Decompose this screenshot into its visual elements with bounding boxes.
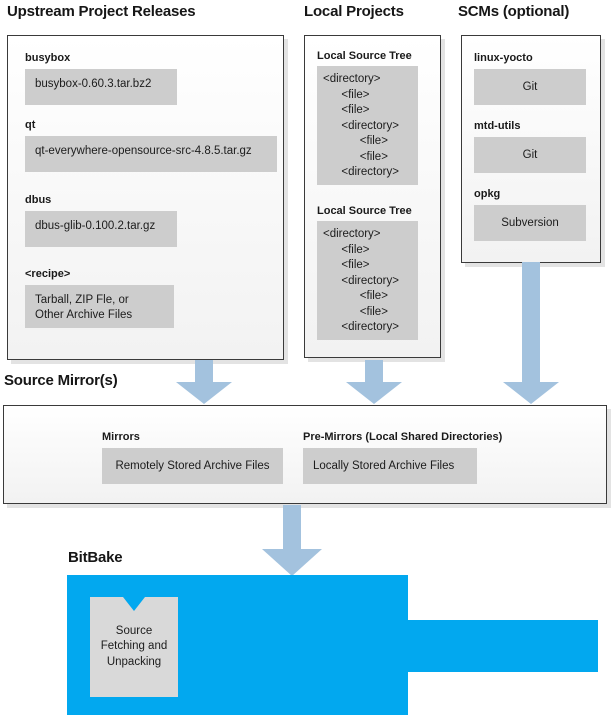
bitbake-block bbox=[67, 575, 598, 720]
upstream-artifact-dbus: dbus-glib-0.100.2.tar.gz bbox=[25, 211, 177, 247]
pre-mirrors-value-local-archives: Locally Stored Archive Files bbox=[303, 448, 477, 484]
tree-row: <directory> bbox=[323, 228, 381, 240]
heading-source-mirrors: Source Mirror(s) bbox=[4, 372, 118, 389]
tree-row: <directory> bbox=[335, 321, 399, 333]
local-source-tree-2: <directory> <file> <file> <directory> <f… bbox=[317, 221, 418, 340]
tree-row: <file> bbox=[335, 259, 370, 271]
scm-value-mtd-utils: Git bbox=[474, 137, 586, 173]
upstream-artifact-recipe-line1: Tarball, ZIP Fle, or bbox=[35, 294, 129, 306]
mirrors-value-remote-archives: Remotely Stored Archive Files bbox=[102, 448, 283, 484]
mirrors-value-remote-archives-text: Remotely Stored Archive Files bbox=[115, 460, 270, 472]
upstream-group-label-dbus: dbus bbox=[25, 194, 52, 206]
tree-row: <directory> bbox=[335, 119, 399, 132]
scm-group-label-linux-yocto: linux-yocto bbox=[474, 52, 533, 64]
scm-value-linux-yocto: Git bbox=[474, 69, 586, 105]
scm-group-label-mtd-utils: mtd-utils bbox=[474, 120, 521, 132]
local-tree-label-2: Local Source Tree bbox=[317, 205, 412, 217]
heading-upstream-project-releases: Upstream Project Releases bbox=[7, 3, 196, 20]
pre-mirrors-value-local-archives-text: Locally Stored Archive Files bbox=[313, 460, 455, 472]
tree-row: <file> bbox=[335, 243, 370, 256]
arrow-upstream-to-mirrors bbox=[175, 360, 233, 405]
scm-value-mtd-utils-text: Git bbox=[522, 149, 538, 161]
arrow-scms-to-mirrors bbox=[502, 262, 560, 405]
tree-row: <directory> bbox=[335, 166, 399, 178]
tree-row: <directory> bbox=[323, 73, 381, 85]
tree-row: <file> bbox=[347, 305, 388, 318]
upstream-group-label-recipe: <recipe> bbox=[25, 268, 71, 280]
tree-row: <file> bbox=[347, 290, 388, 302]
scm-value-opkg: Subversion bbox=[474, 205, 586, 241]
arrow-mirrors-to-bitbake bbox=[261, 505, 323, 577]
tree-row: <file> bbox=[335, 104, 370, 116]
upstream-artifact-recipe-line2: Other Archive Files bbox=[35, 309, 133, 321]
upstream-artifact-busybox-text: busybox-0.60.3.tar.bz2 bbox=[35, 78, 152, 90]
heading-bitbake: BitBake bbox=[68, 549, 123, 566]
scm-value-opkg-text: Subversion bbox=[501, 217, 559, 229]
pre-mirrors-group-label: Pre-Mirrors (Local Shared Directories) bbox=[303, 431, 503, 443]
tree-row: <file> bbox=[347, 150, 388, 163]
scm-group-label-opkg: opkg bbox=[474, 188, 501, 200]
local-source-tree-1: <directory> <file> <file> <directory> <f… bbox=[317, 66, 418, 185]
upstream-artifact-qt-text: qt-everywhere-opensource-src-4.8.5.tar.g… bbox=[35, 145, 252, 157]
upstream-artifact-busybox: busybox-0.60.3.tar.bz2 bbox=[25, 69, 177, 105]
upstream-artifact-dbus-text: dbus-glib-0.100.2.tar.gz bbox=[35, 220, 156, 232]
heading-scms: SCMs (optional) bbox=[458, 3, 570, 20]
heading-local-projects: Local Projects bbox=[304, 3, 404, 20]
local-tree-label-1: Local Source Tree bbox=[317, 50, 412, 62]
tree-row: <file> bbox=[335, 88, 370, 101]
mirrors-group-label: Mirrors bbox=[102, 431, 140, 443]
tree-row: <file> bbox=[347, 135, 388, 147]
scm-value-linux-yocto-text: Git bbox=[522, 81, 538, 93]
upstream-group-label-qt: qt bbox=[25, 119, 36, 131]
upstream-group-label-busybox: busybox bbox=[25, 52, 71, 64]
tree-row: <directory> bbox=[335, 274, 399, 287]
upstream-artifact-recipe: Tarball, ZIP Fle, or Other Archive Files bbox=[25, 285, 174, 328]
upstream-artifact-qt: qt-everywhere-opensource-src-4.8.5.tar.g… bbox=[25, 136, 277, 172]
bitbake-task-source-fetching-and-unpacking: Source Fetching and Unpacking bbox=[90, 597, 178, 711]
arrow-local-to-mirrors bbox=[345, 360, 403, 405]
